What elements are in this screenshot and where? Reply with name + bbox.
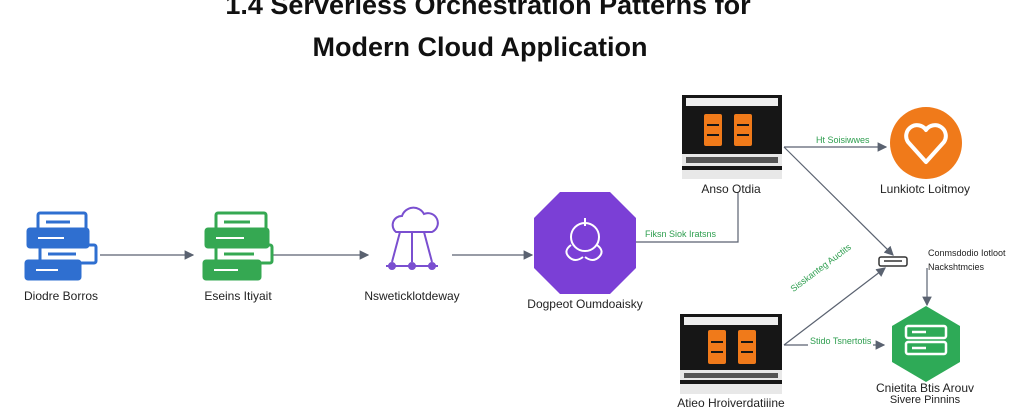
node-label-n6: Lunkiotc Loitmoy — [879, 182, 971, 196]
heart-icon — [890, 107, 962, 179]
instance-console-icon — [680, 314, 782, 394]
cloud-network-icon — [386, 206, 439, 270]
junction-label-line2: Nackshtmcies — [928, 262, 985, 272]
node-label-n8-line1: Cnietita Btis Arouv — [875, 381, 975, 395]
edge-n4-n5 — [636, 192, 739, 243]
diagram-title-line-2: Modern Cloud Application — [312, 32, 648, 62]
node-label-n4: Dogpeot Oumdoaisky — [527, 297, 643, 311]
edge-label-e1: Ht Soisiwwes — [814, 135, 872, 145]
octagon-service-icon — [534, 192, 636, 294]
edge-n5-junction — [783, 146, 894, 256]
junction-label-line1: Conmsdodio Iotloot — [928, 248, 1006, 258]
instance-console-icon — [682, 95, 782, 179]
node-label-n7: Atieo Hroiverdatiiine — [677, 396, 785, 410]
junction-node — [878, 256, 908, 267]
node-label-n2: Eseins Itiyait — [204, 289, 272, 303]
edge-n7-junction — [783, 267, 886, 346]
edge-label-e2: Fiksn Siok Iratsns — [643, 229, 719, 239]
diagram-title-line-1: 1.4 Serverless Orchestration Patterns fo… — [225, 0, 751, 20]
node-label-n1: Diodre Borros — [23, 289, 99, 303]
node-label-n3: Nsweticklotdeway — [364, 289, 460, 303]
edge-label-e4: Stido Tsnertotis — [808, 336, 874, 346]
database-hexagon-icon — [892, 306, 960, 382]
server-stack-icon — [24, 211, 98, 281]
node-label-n8-line2: Sivere Pinnins — [889, 394, 961, 406]
node-label-n5: Anso Otdia — [701, 182, 761, 196]
